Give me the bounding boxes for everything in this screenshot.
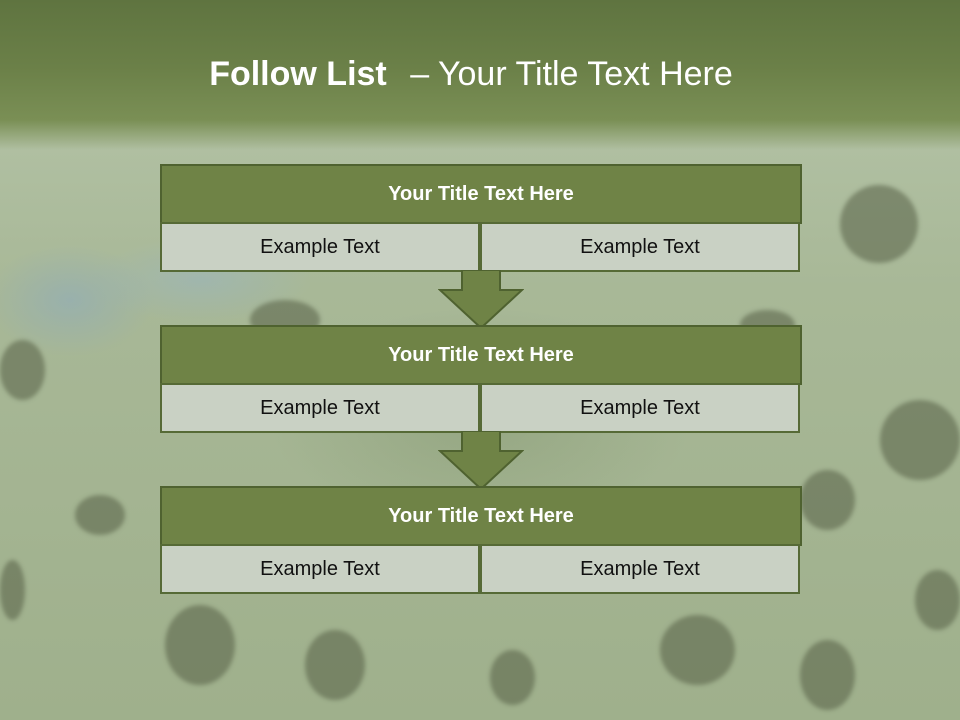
background-blob xyxy=(660,615,735,685)
background-blob xyxy=(0,340,45,400)
background-blob xyxy=(0,560,25,620)
step-cell-left: Example Text xyxy=(160,544,480,594)
background-blob xyxy=(800,470,855,530)
step-cell-right: Example Text xyxy=(480,544,800,594)
background-blob xyxy=(165,605,235,685)
background-blob xyxy=(840,185,918,263)
step-cell-left: Example Text xyxy=(160,222,480,272)
background-blob xyxy=(800,640,855,710)
step-cell-left: Example Text xyxy=(160,383,480,433)
background-blob xyxy=(880,400,960,480)
slide-title-rest: – Your Title Text Here xyxy=(410,55,733,93)
background-blob xyxy=(75,495,125,535)
slide-title: Follow List – Your Title Text Here xyxy=(0,55,942,94)
slide-title-bold: Follow List xyxy=(209,55,387,93)
step-block-1: Your Title Text Here Example Text Exampl… xyxy=(160,164,802,272)
step-block-2: Your Title Text Here Example Text Exampl… xyxy=(160,325,802,433)
step-title: Your Title Text Here xyxy=(160,325,802,385)
step-cell-right: Example Text xyxy=(480,222,800,272)
down-arrow-icon xyxy=(438,270,524,330)
down-arrow-icon xyxy=(438,431,524,491)
step-title: Your Title Text Here xyxy=(160,486,802,546)
background-blob xyxy=(490,650,535,705)
step-cell-right: Example Text xyxy=(480,383,800,433)
background-blob xyxy=(915,570,960,630)
header-band xyxy=(0,0,960,150)
step-title: Your Title Text Here xyxy=(160,164,802,224)
background-blob xyxy=(305,630,365,700)
step-block-3: Your Title Text Here Example Text Exampl… xyxy=(160,486,802,594)
